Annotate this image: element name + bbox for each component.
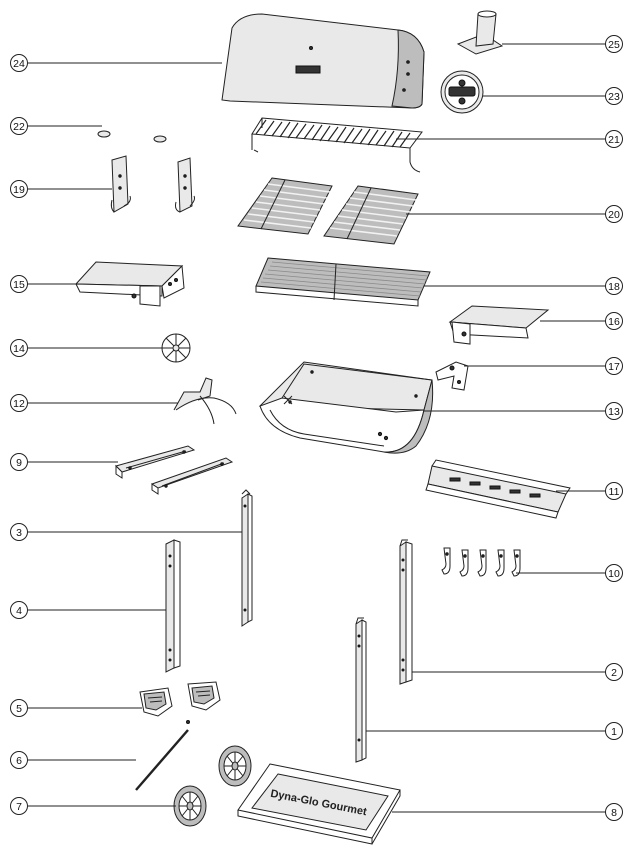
- callout-10: 10: [605, 564, 623, 582]
- part-bottom-shelf-8: Dyna-Glo Gourmet: [237, 763, 401, 845]
- callout-number: 9: [16, 457, 22, 469]
- callout-8: 8: [605, 803, 623, 821]
- callout-number: 3: [16, 527, 22, 539]
- part-left-shelf-15: [74, 261, 185, 307]
- part-warming-rack-21: [251, 117, 423, 173]
- callout-3: 3: [10, 523, 28, 541]
- part-side-brackets-19: [110, 155, 195, 213]
- part-axle-6: [135, 720, 190, 791]
- callout-number: 25: [608, 39, 620, 51]
- callout-15: 15: [10, 275, 28, 293]
- callout-number: 1: [611, 726, 617, 738]
- callout-5: 5: [10, 699, 28, 717]
- callout-23: 23: [605, 87, 623, 105]
- part-wheel-brackets-5: [139, 681, 221, 717]
- callout-number: 20: [608, 209, 620, 221]
- part-cross-braces-9: [115, 445, 234, 495]
- callout-11: 11: [605, 482, 623, 500]
- callout-number: 19: [13, 184, 25, 196]
- part-leg-4: [165, 539, 181, 673]
- callout-25: 25: [605, 35, 623, 53]
- callout-number: 10: [608, 568, 620, 580]
- part-air-damper-14: [161, 333, 191, 363]
- callout-number: 6: [16, 755, 22, 767]
- callout-12: 12: [10, 394, 28, 412]
- callout-number: 13: [608, 406, 620, 418]
- callout-1: 1: [605, 722, 623, 740]
- callout-4: 4: [10, 601, 28, 619]
- callout-number: 17: [608, 361, 620, 373]
- part-smoke-stack-25: [456, 10, 504, 55]
- callout-21: 21: [605, 130, 623, 148]
- callout-24: 24: [10, 54, 28, 72]
- part-bracket-17: [435, 361, 469, 391]
- part-firebox-13: [258, 361, 434, 454]
- part-right-shelf-16: [448, 305, 550, 345]
- callout-number: 23: [608, 91, 620, 103]
- callout-7: 7: [10, 797, 28, 815]
- part-handle-wire-12: [173, 377, 237, 425]
- callout-9: 9: [10, 453, 28, 471]
- part-wheels-7: [173, 745, 252, 827]
- callout-number: 16: [608, 316, 620, 328]
- callout-number: 24: [13, 58, 25, 70]
- callout-number: 5: [16, 703, 22, 715]
- part-temperature-gauge-23: [440, 70, 484, 114]
- part-charcoal-tray-11: [425, 459, 571, 519]
- callout-6: 6: [10, 751, 28, 769]
- callout-22: 22: [10, 117, 28, 135]
- part-lid-24: [221, 13, 425, 109]
- part-leg-3: [241, 489, 253, 627]
- callout-number: 11: [609, 486, 620, 498]
- callout-number: 8: [611, 807, 617, 819]
- callout-number: 22: [13, 121, 25, 133]
- callout-number: 21: [608, 134, 620, 146]
- callout-17: 17: [605, 357, 623, 375]
- part-cooking-grates-20: [237, 177, 419, 245]
- callout-number: 4: [16, 605, 22, 617]
- callout-lines: [28, 43, 606, 813]
- part-hooks-10: [441, 547, 521, 577]
- callout-19: 19: [10, 180, 28, 198]
- callout-16: 16: [605, 312, 623, 330]
- callout-number: 12: [13, 398, 25, 410]
- callout-number: 18: [608, 281, 620, 293]
- part-leg-1: [355, 617, 367, 763]
- callout-20: 20: [605, 205, 623, 223]
- callout-number: 2: [611, 667, 617, 679]
- callout-number: 14: [13, 343, 25, 355]
- part-lid-handle-22: [97, 110, 167, 143]
- callout-2: 2: [605, 663, 623, 681]
- callout-14: 14: [10, 339, 28, 357]
- callout-18: 18: [605, 277, 623, 295]
- part-leg-2: [399, 539, 413, 685]
- part-charcoal-grate-18: [255, 257, 431, 307]
- callout-number: 15: [13, 279, 25, 291]
- callout-13: 13: [605, 402, 623, 420]
- callout-number: 7: [16, 801, 22, 813]
